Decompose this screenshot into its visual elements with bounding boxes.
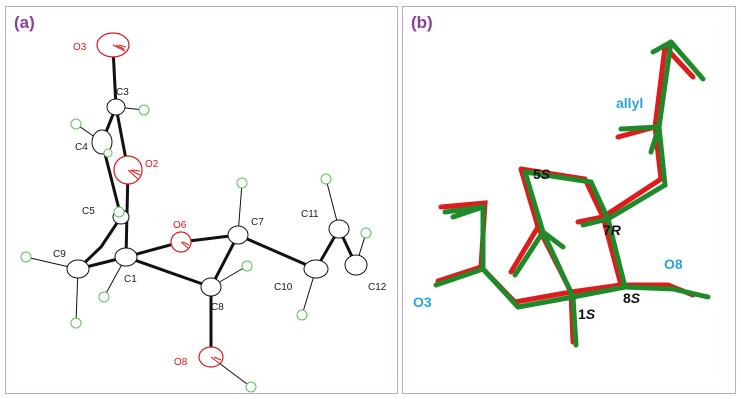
carbon-atoms [66,98,368,297]
atom-c7 [227,225,249,245]
panel-b-label: (b) [411,13,433,32]
label-o3: O3 [413,294,432,310]
label-o3: O3 [73,42,87,53]
panel-b: (b) [402,6,736,394]
atom-c11 [328,219,350,239]
label-1s: 1S [578,306,596,322]
label-8s: 8S [623,290,641,306]
label-c1: C1 [124,274,137,285]
label-o6: O6 [173,220,187,231]
hydrogen-atoms [20,104,372,393]
label-allyl: allyl [616,95,643,111]
ortep-diagram: O3 C3 C4 O2 C5 O6 C7 C11 C9 C1 C8 C10 C1… [20,32,387,393]
octants [112,44,222,365]
label-c7: C7 [251,217,264,228]
label-c12: C12 [368,282,387,293]
overlay-diagram: allyl 5S 7R O3 O8 1S 8S [413,39,711,348]
atom-c9 [66,259,90,279]
atom-c8 [200,277,222,297]
atom-c4 [91,129,113,155]
label-o2: O2 [145,159,159,170]
label-o8: O8 [664,256,683,272]
label-c8: C8 [211,302,224,313]
atom-c12 [344,254,368,276]
label-c11: C11 [301,209,319,220]
label-c3: C3 [116,87,129,98]
label-c10: C10 [274,282,293,293]
atom-c1 [114,247,138,267]
panel-a: (a) [5,6,398,394]
label-c4: C4 [75,142,88,153]
atom-c3 [106,98,126,116]
atom-c10 [303,259,329,279]
green-structure [433,39,711,348]
label-o8: O8 [174,357,188,368]
label-c9: C9 [53,249,66,260]
label-5s: 5S [533,166,551,182]
label-7r: 7R [603,222,622,238]
panel-a-label: (a) [14,13,35,32]
label-c5: C5 [82,206,95,217]
